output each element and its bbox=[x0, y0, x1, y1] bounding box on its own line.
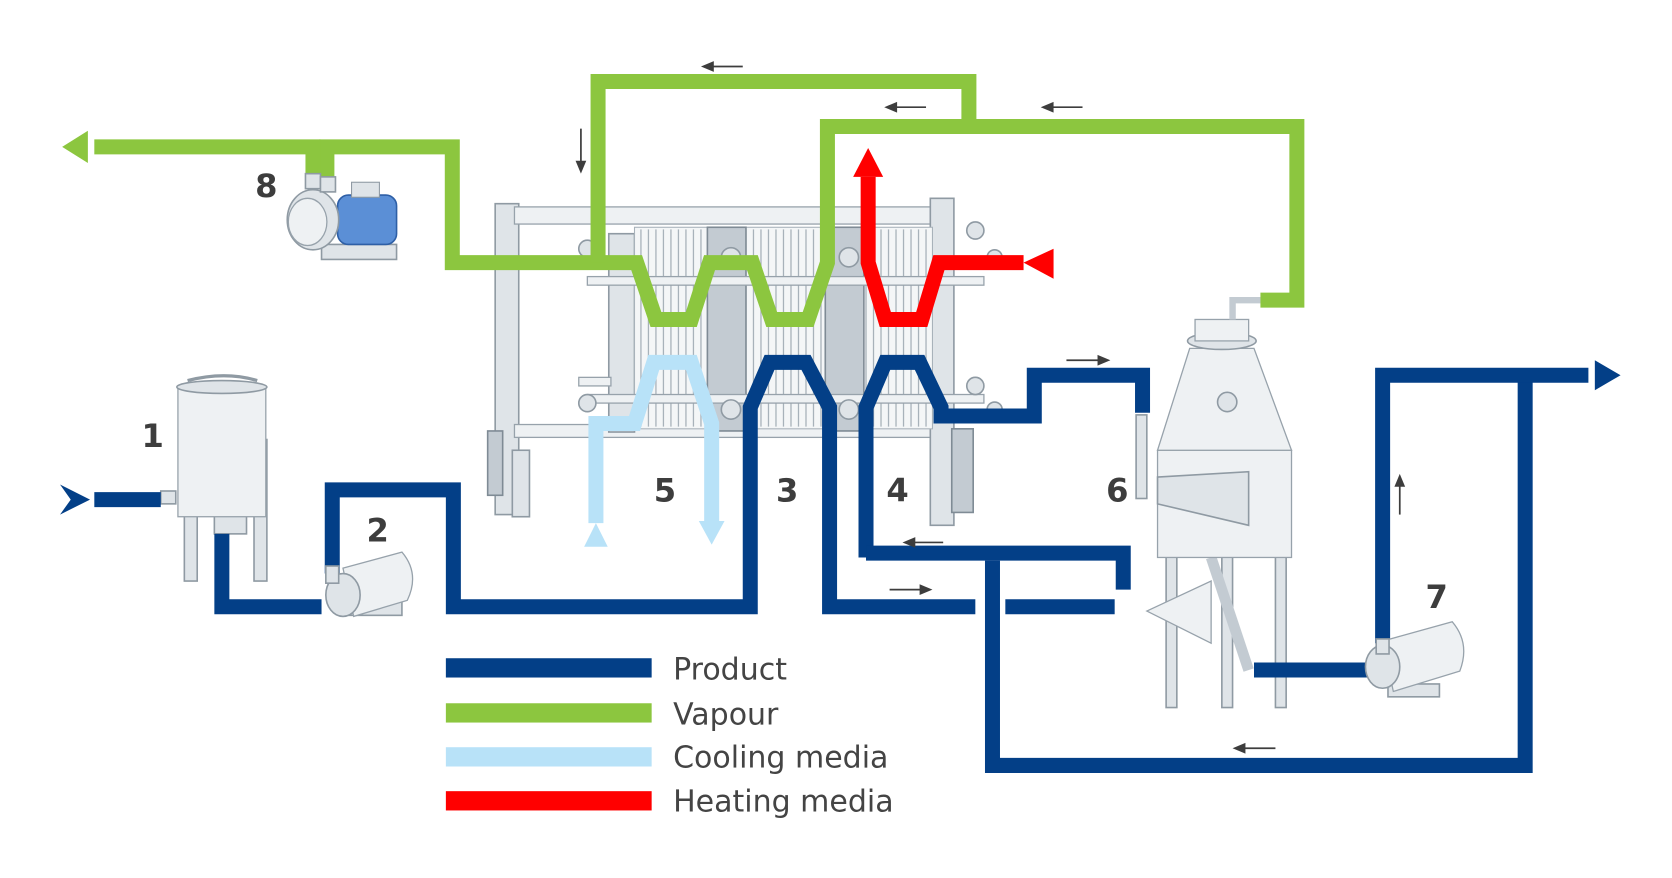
product-outlet-pipe bbox=[1375, 367, 1589, 644]
pump8-port-out bbox=[304, 172, 322, 190]
arrow-right-icon bbox=[889, 584, 933, 595]
product-outlet-arrow-icon bbox=[1594, 360, 1621, 391]
frame-right-foot bbox=[950, 428, 974, 514]
tank-inlet-nozzle bbox=[159, 490, 177, 505]
cooling-media-pipe bbox=[588, 354, 720, 524]
legend: Product Vapour Cooling media Heating med… bbox=[445, 653, 894, 820]
legend-swatch-vapour bbox=[445, 703, 652, 723]
separator bbox=[1135, 296, 1293, 709]
product-pump-to-evaporator bbox=[324, 354, 976, 615]
label-6: 6 bbox=[1106, 472, 1128, 510]
heating-inlet-arrow-icon bbox=[1023, 248, 1054, 279]
pump8-terminal-box bbox=[351, 181, 380, 198]
frame-left-foot-2 bbox=[511, 449, 531, 518]
port-6 bbox=[577, 393, 597, 413]
pump7-outlet bbox=[1375, 638, 1390, 655]
guide-rod-upper bbox=[586, 275, 985, 286]
legend-swatch-product bbox=[445, 658, 652, 678]
pump8-motor bbox=[336, 194, 398, 246]
product-inlet-arrow-icon bbox=[60, 484, 91, 515]
sep-leg-3 bbox=[1274, 551, 1287, 709]
legend-swatch-heating bbox=[445, 791, 652, 811]
sep-cap bbox=[1194, 318, 1250, 342]
arrow-left-icon bbox=[1232, 742, 1276, 754]
port-7 bbox=[965, 221, 985, 240]
label-2: 2 bbox=[367, 511, 389, 549]
label-8: 8 bbox=[255, 167, 277, 205]
sep-vapour-outlet bbox=[1229, 296, 1261, 320]
label-1: 1 bbox=[141, 417, 163, 455]
sep-bracket bbox=[1145, 580, 1212, 645]
arrow-left-icon bbox=[700, 61, 743, 72]
sep-band bbox=[1156, 470, 1250, 527]
pump2-head bbox=[325, 572, 361, 618]
arrow-up-icon bbox=[1394, 473, 1406, 515]
legend-label-cooling: Cooling media bbox=[673, 741, 888, 776]
pump8-base bbox=[320, 243, 398, 261]
cooling-outlet-arrow-icon bbox=[698, 521, 725, 545]
circulation-pump bbox=[1364, 621, 1465, 698]
vapour-lines bbox=[62, 73, 1305, 327]
arrow-left-icon bbox=[884, 101, 927, 113]
sep-leg-1 bbox=[1165, 551, 1178, 709]
cooling-inlet-arrow-icon bbox=[584, 523, 608, 547]
pump2-inlet bbox=[325, 565, 340, 584]
vapour-separator-to-condenser bbox=[319, 118, 1305, 327]
feed-tank bbox=[159, 374, 268, 582]
port-2 bbox=[838, 246, 860, 268]
cooling-lines bbox=[584, 354, 725, 547]
feed-pump bbox=[325, 551, 414, 618]
legend-label-vapour: Vapour bbox=[673, 698, 779, 733]
product-recirc-loop bbox=[984, 375, 1533, 773]
component-numbers: 1 2 3 4 5 6 7 8 bbox=[141, 167, 1447, 616]
frame-left-foot bbox=[486, 430, 504, 497]
pump8-port-in bbox=[319, 176, 337, 193]
arrow-right-icon bbox=[1066, 354, 1111, 366]
product-tank-to-pump bbox=[214, 533, 322, 615]
vapour-recompression-loop bbox=[590, 73, 977, 263]
frame-top-bar bbox=[513, 206, 944, 225]
vapour-outlet-pipe bbox=[94, 139, 321, 177]
product-recirc-top bbox=[866, 545, 1131, 590]
sep-inlet-pipe bbox=[1135, 414, 1148, 500]
label-5: 5 bbox=[654, 472, 676, 510]
legend-swatch-cooling bbox=[445, 747, 652, 767]
bolt-1 bbox=[578, 376, 612, 387]
flow-direction-arrows bbox=[575, 61, 1406, 754]
port-4 bbox=[838, 399, 860, 420]
product-heater-to-separator bbox=[858, 354, 1151, 558]
heating-media-pipe bbox=[860, 176, 1024, 327]
legend-label-heating: Heating media bbox=[673, 785, 894, 820]
tank-body bbox=[177, 385, 267, 518]
product-lines bbox=[60, 354, 1621, 773]
sep-outlet-pipe bbox=[1206, 555, 1254, 672]
arrow-left-icon bbox=[1040, 101, 1083, 113]
label-7: 7 bbox=[1425, 578, 1447, 616]
vapour-outlet-arrow-icon bbox=[62, 130, 88, 163]
tank-lid-handle bbox=[187, 374, 258, 383]
pump8-cover bbox=[287, 197, 328, 247]
port-3 bbox=[720, 399, 742, 420]
arrow-left-icon bbox=[902, 537, 944, 548]
label-4: 4 bbox=[886, 472, 908, 510]
frame-right-post bbox=[929, 197, 955, 527]
tank-rim bbox=[176, 379, 268, 395]
vacuum-pump bbox=[286, 172, 398, 261]
heating-lines bbox=[853, 147, 1054, 327]
port-8 bbox=[965, 376, 985, 396]
label-3: 3 bbox=[776, 472, 798, 510]
heating-outlet-arrow-icon bbox=[853, 147, 884, 177]
pump7-motor bbox=[1381, 621, 1465, 693]
legend-label-product: Product bbox=[673, 653, 787, 688]
arrow-down-icon bbox=[575, 128, 587, 174]
sep-sight-glass bbox=[1216, 391, 1238, 413]
